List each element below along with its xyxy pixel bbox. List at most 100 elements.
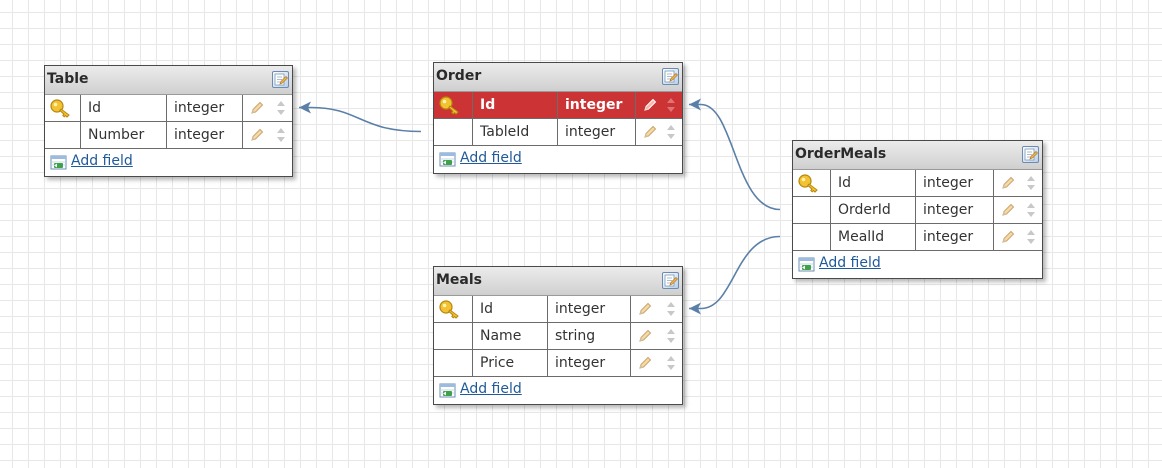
- field-type-cell[interactable]: integer: [916, 224, 994, 250]
- reorder-field-icon[interactable]: [1026, 175, 1036, 195]
- edit-field-icon[interactable]: [637, 328, 653, 348]
- field-actions: [636, 92, 682, 118]
- field-name-cell[interactable]: Number: [81, 122, 167, 148]
- reorder-field-icon[interactable]: [1026, 229, 1036, 249]
- field-type-cell[interactable]: integer: [548, 296, 631, 322]
- key-cell: [434, 323, 473, 349]
- add-field-icon[interactable]: [439, 383, 457, 403]
- edit-entity-icon[interactable]: [272, 71, 289, 88]
- add-field-icon[interactable]: [798, 257, 816, 277]
- field-name: Price: [480, 355, 515, 371]
- entity-title: Meals: [436, 272, 483, 288]
- relation-line[interactable]: [299, 106, 422, 133]
- entity-header[interactable]: Order: [434, 63, 682, 92]
- field-type-cell[interactable]: integer: [558, 92, 636, 118]
- reorder-field-icon[interactable]: [276, 127, 286, 147]
- field-type-cell[interactable]: integer: [558, 119, 636, 145]
- reorder-field-icon[interactable]: [666, 301, 676, 321]
- add-field-link[interactable]: Add field: [71, 153, 133, 169]
- add-field-row: Add field: [45, 149, 292, 176]
- field-type-cell[interactable]: integer: [167, 95, 243, 121]
- edit-field-icon[interactable]: [249, 100, 265, 120]
- entity-title: OrderMeals: [795, 146, 887, 162]
- field-name-cell[interactable]: OrderId: [831, 197, 916, 223]
- add-field-icon[interactable]: [439, 152, 457, 172]
- field-row-tableid[interactable]: TableId integer: [434, 119, 682, 146]
- edit-field-icon[interactable]: [1000, 229, 1016, 249]
- field-type-cell[interactable]: integer: [916, 170, 994, 196]
- field-name-cell[interactable]: Name: [473, 323, 548, 349]
- add-field-icon[interactable]: [50, 155, 68, 175]
- field-type: integer: [923, 229, 974, 245]
- reorder-field-icon[interactable]: [276, 100, 286, 120]
- field-actions: [994, 224, 1042, 250]
- entity-header[interactable]: Table: [45, 66, 292, 95]
- reorder-field-icon[interactable]: [666, 328, 676, 348]
- add-field-link[interactable]: Add field: [819, 255, 881, 271]
- edit-entity-icon[interactable]: [662, 68, 679, 85]
- field-type: integer: [923, 202, 974, 218]
- edit-field-icon[interactable]: [637, 355, 653, 375]
- entity-header[interactable]: OrderMeals: [793, 141, 1042, 170]
- key-cell: [434, 119, 473, 145]
- key-cell: [793, 170, 831, 196]
- entity-title: Table: [47, 71, 89, 87]
- field-type: integer: [565, 124, 616, 140]
- field-type-cell[interactable]: integer: [916, 197, 994, 223]
- edit-field-icon[interactable]: [637, 301, 653, 321]
- reorder-field-icon[interactable]: [666, 124, 676, 144]
- field-row-mealid[interactable]: MealId integer: [793, 224, 1042, 251]
- entity-header[interactable]: Meals: [434, 267, 682, 296]
- field-row-id[interactable]: Id integer: [434, 92, 682, 119]
- field-row-id[interactable]: Id integer: [45, 95, 292, 122]
- reorder-field-icon[interactable]: [666, 355, 676, 375]
- edit-entity-icon[interactable]: [1022, 146, 1039, 163]
- field-row-price[interactable]: Price integer: [434, 350, 682, 377]
- relation-arrowhead: [299, 101, 311, 114]
- reorder-field-icon[interactable]: [1026, 202, 1036, 222]
- field-type: string: [555, 328, 596, 344]
- edit-field-icon[interactable]: [642, 97, 658, 117]
- relation-line[interactable]: [689, 103, 781, 211]
- field-row-number[interactable]: Number integer: [45, 122, 292, 149]
- add-field-link[interactable]: Add field: [460, 381, 522, 397]
- field-name: Id: [88, 100, 102, 116]
- key-cell: [434, 296, 473, 322]
- add-field-link[interactable]: Add field: [460, 150, 522, 166]
- field-name-cell[interactable]: Id: [473, 92, 558, 118]
- field-row-name[interactable]: Name string: [434, 323, 682, 350]
- relation-line[interactable]: [689, 235, 781, 310]
- field-name: Id: [480, 301, 494, 317]
- field-type-cell[interactable]: integer: [167, 122, 243, 148]
- field-name-cell[interactable]: Id: [831, 170, 916, 196]
- edit-entity-icon[interactable]: [662, 272, 679, 289]
- field-type-cell[interactable]: string: [548, 323, 631, 349]
- field-type: integer: [565, 97, 623, 113]
- field-actions: [636, 119, 682, 145]
- field-type: integer: [174, 127, 225, 143]
- field-row-orderid[interactable]: OrderId integer: [793, 197, 1042, 224]
- field-row-id[interactable]: Id integer: [434, 296, 682, 323]
- edit-field-icon[interactable]: [249, 127, 265, 147]
- reorder-field-icon[interactable]: [666, 97, 676, 117]
- field-name-cell[interactable]: Price: [473, 350, 548, 376]
- edit-field-icon[interactable]: [1000, 175, 1016, 195]
- key-cell: [45, 95, 81, 121]
- field-actions: [631, 323, 682, 349]
- field-name: OrderId: [838, 202, 891, 218]
- edit-field-icon[interactable]: [642, 124, 658, 144]
- edit-field-icon[interactable]: [1000, 202, 1016, 222]
- field-type: integer: [923, 175, 974, 191]
- add-field-row: Add field: [434, 146, 682, 173]
- field-name-cell[interactable]: TableId: [473, 119, 558, 145]
- field-name-cell[interactable]: Id: [81, 95, 167, 121]
- field-name-cell[interactable]: Id: [473, 296, 548, 322]
- field-name-cell[interactable]: MealId: [831, 224, 916, 250]
- field-row-id[interactable]: Id integer: [793, 170, 1042, 197]
- field-type-cell[interactable]: integer: [548, 350, 631, 376]
